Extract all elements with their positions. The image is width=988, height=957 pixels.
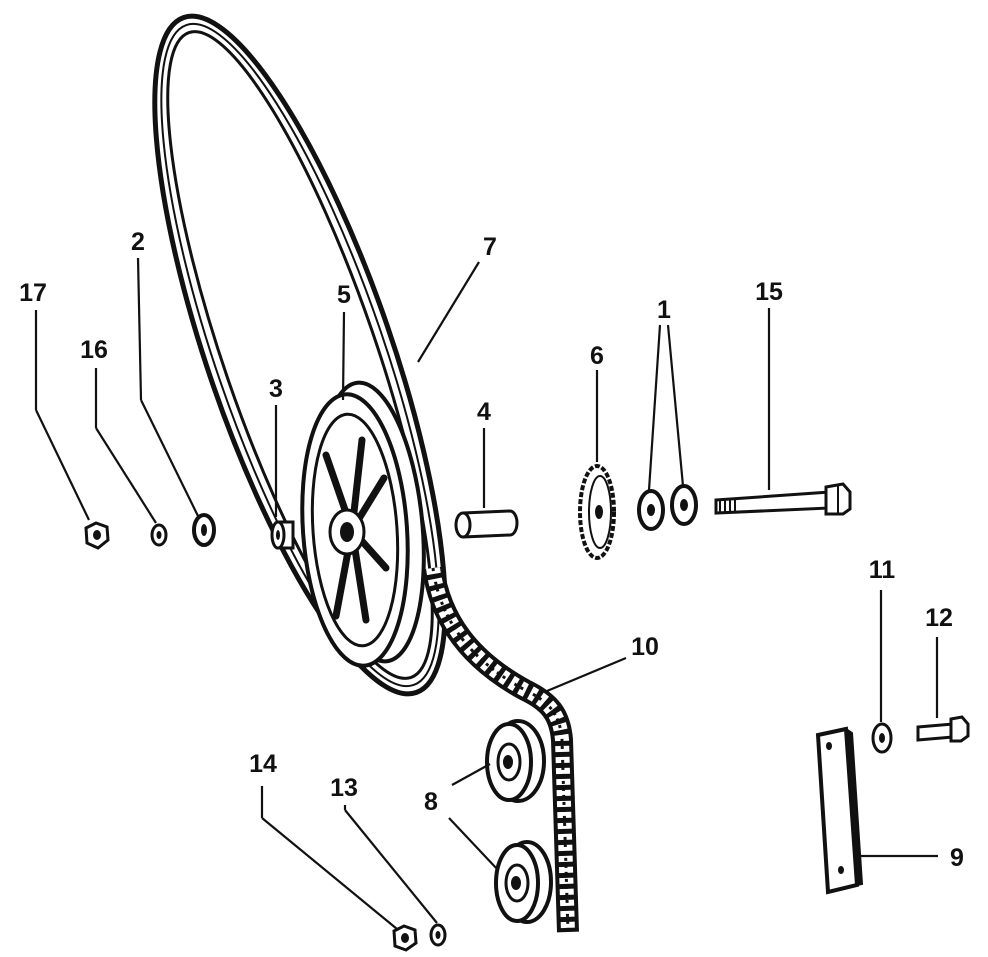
callout-5: 5	[337, 281, 351, 309]
idler-pulley-upper	[485, 719, 546, 803]
callout-15: 15	[755, 278, 783, 306]
callout-12: 12	[925, 604, 953, 632]
small-washer-bottom	[429, 923, 447, 947]
washer-right	[871, 722, 893, 754]
spacer-tube	[454, 509, 519, 539]
callout-4: 4	[477, 398, 491, 426]
mounting-strap	[815, 726, 864, 895]
callout-14: 14	[249, 750, 277, 778]
washer-pair	[637, 484, 698, 531]
callout-6: 6	[590, 342, 604, 370]
short-bolt	[916, 715, 970, 743]
spoked-pulley	[300, 380, 426, 668]
lock-washer	[150, 523, 168, 547]
callout-10: 10	[631, 633, 659, 661]
hex-nut-left	[84, 521, 110, 550]
long-bolt	[714, 482, 852, 516]
callout-1: 1	[657, 296, 671, 324]
hex-nut-bottom	[392, 924, 418, 952]
spacer-bushing	[270, 520, 295, 550]
callout-2: 2	[131, 228, 145, 256]
leader-lines	[34, 257, 939, 930]
flat-washer	[192, 513, 216, 547]
callout-8: 8	[424, 788, 438, 816]
sprocket	[578, 464, 616, 560]
callout-17: 17	[19, 279, 47, 307]
callout-7: 7	[483, 233, 497, 261]
idler-pulley-lower	[494, 840, 553, 924]
callout-11: 11	[869, 556, 896, 584]
callout-3: 3	[269, 375, 283, 403]
drive-chain	[422, 566, 579, 933]
callout-16: 16	[80, 336, 108, 364]
callout-labels: 1 2 3 4 5 6 7 8 9 10 11 12 13 14 15 16 1…	[19, 228, 964, 872]
callout-9: 9	[950, 844, 964, 872]
callout-13: 13	[330, 774, 358, 802]
